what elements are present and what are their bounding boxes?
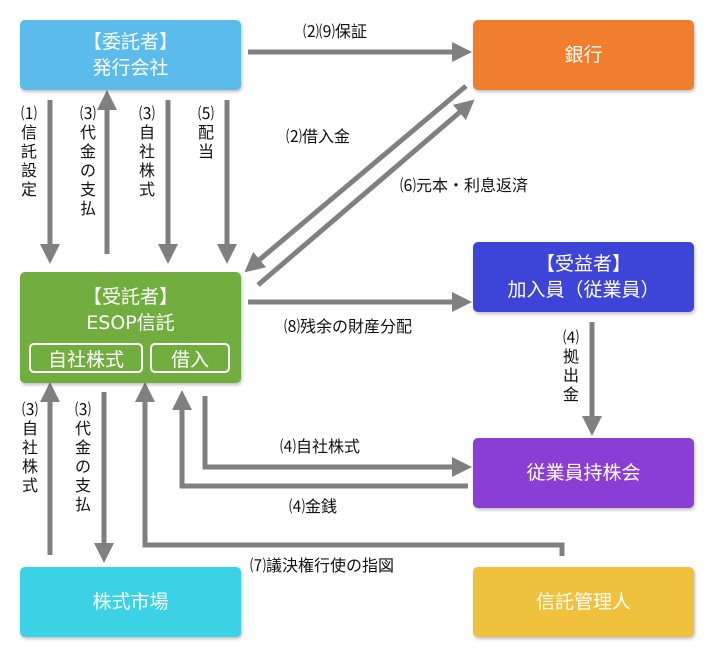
vlabel-payment-up-num: ⑶ — [79, 104, 96, 123]
vlabel-dividend: ⑸配当 — [196, 104, 216, 161]
issuer-name: 発行会社 — [92, 57, 169, 79]
vlabel-trust-setup-text: 信託設定 — [20, 123, 37, 199]
vlabel-contribute: ⑷拠出金 — [561, 328, 581, 404]
label-residual: ⑻残余の財産分配 — [284, 317, 413, 336]
bank-box: 銀行 — [473, 20, 694, 90]
bank-label: 銀行 — [564, 44, 603, 66]
vlabel-market-stock: ⑶自社株式 — [20, 400, 40, 495]
vlabel-market-pay: ⑶代金の支払 — [73, 400, 93, 514]
vlabel-contribute-text: 拠出金 — [562, 347, 579, 404]
label-guarantee: ⑵⑼保証 — [303, 22, 368, 41]
issuer-box: 【委託者】 発行会社 — [20, 20, 241, 90]
arrow-borrow — [244, 84, 468, 273]
market-label: 株式市場 — [92, 591, 169, 613]
label-voting: ⑺議決権行使の指図 — [250, 556, 395, 575]
trustee-sub-loan: 借入 — [150, 343, 230, 373]
label-money4: ⑷金銭 — [289, 497, 338, 516]
trust-admin-box: 信託管理人 — [473, 567, 694, 637]
trustee-sub-stock: 自社株式 — [29, 343, 143, 373]
trustee-name: ESOP信託 — [86, 312, 175, 334]
issuer-role: 【委託者】 — [82, 31, 178, 53]
beneficiary-box: 【受益者】 加入員（従業員） — [473, 242, 694, 312]
market-box: 株式市場 — [20, 567, 241, 637]
vlabel-market-pay-text: 代金の支払 — [74, 419, 91, 514]
arrow-stock4 — [202, 396, 472, 477]
arrow-voting — [135, 382, 565, 556]
esop-assoc-box: 従業員持株会 — [473, 438, 694, 508]
beneficiary-role: 【受益者】 — [535, 253, 631, 275]
beneficiary-name: 加入員（従業員） — [507, 279, 660, 301]
trustee-box: 【受託者】 ESOP信託 — [20, 272, 241, 383]
label-repay: ⑹元本・利息返済 — [400, 176, 529, 195]
vlabel-dividend-num: ⑸ — [197, 104, 214, 123]
vlabel-dividend-text: 配当 — [197, 123, 214, 161]
arrow-repay — [256, 99, 475, 287]
arrow-money4 — [172, 390, 468, 489]
vlabel-trust-setup-num: ⑴ — [20, 104, 37, 123]
vlabel-market-stock-num: ⑶ — [21, 400, 38, 419]
trustee-role: 【受託者】 — [82, 286, 178, 308]
esop-assoc-label: 従業員持株会 — [526, 462, 641, 484]
trust-admin-label: 信託管理人 — [535, 591, 631, 613]
vlabel-trust-setup: ⑴信託設定 — [19, 104, 39, 199]
vlabel-stock-down: ⑶自社株式 — [137, 104, 157, 199]
vlabel-market-pay-num: ⑶ — [74, 400, 91, 419]
vlabel-payment-up-text: 代金の支払 — [79, 123, 96, 218]
vlabel-payment-up: ⑶代金の支払 — [78, 104, 98, 218]
label-stock4: ⑷自社株式 — [280, 437, 361, 456]
vlabel-stock-down-text: 自社株式 — [138, 123, 155, 199]
label-borrow: ⑵借入金 — [286, 127, 351, 146]
vlabel-market-stock-text: 自社株式 — [21, 419, 38, 495]
vlabel-contribute-num: ⑷ — [562, 328, 579, 347]
vlabel-stock-down-num: ⑶ — [138, 104, 155, 123]
